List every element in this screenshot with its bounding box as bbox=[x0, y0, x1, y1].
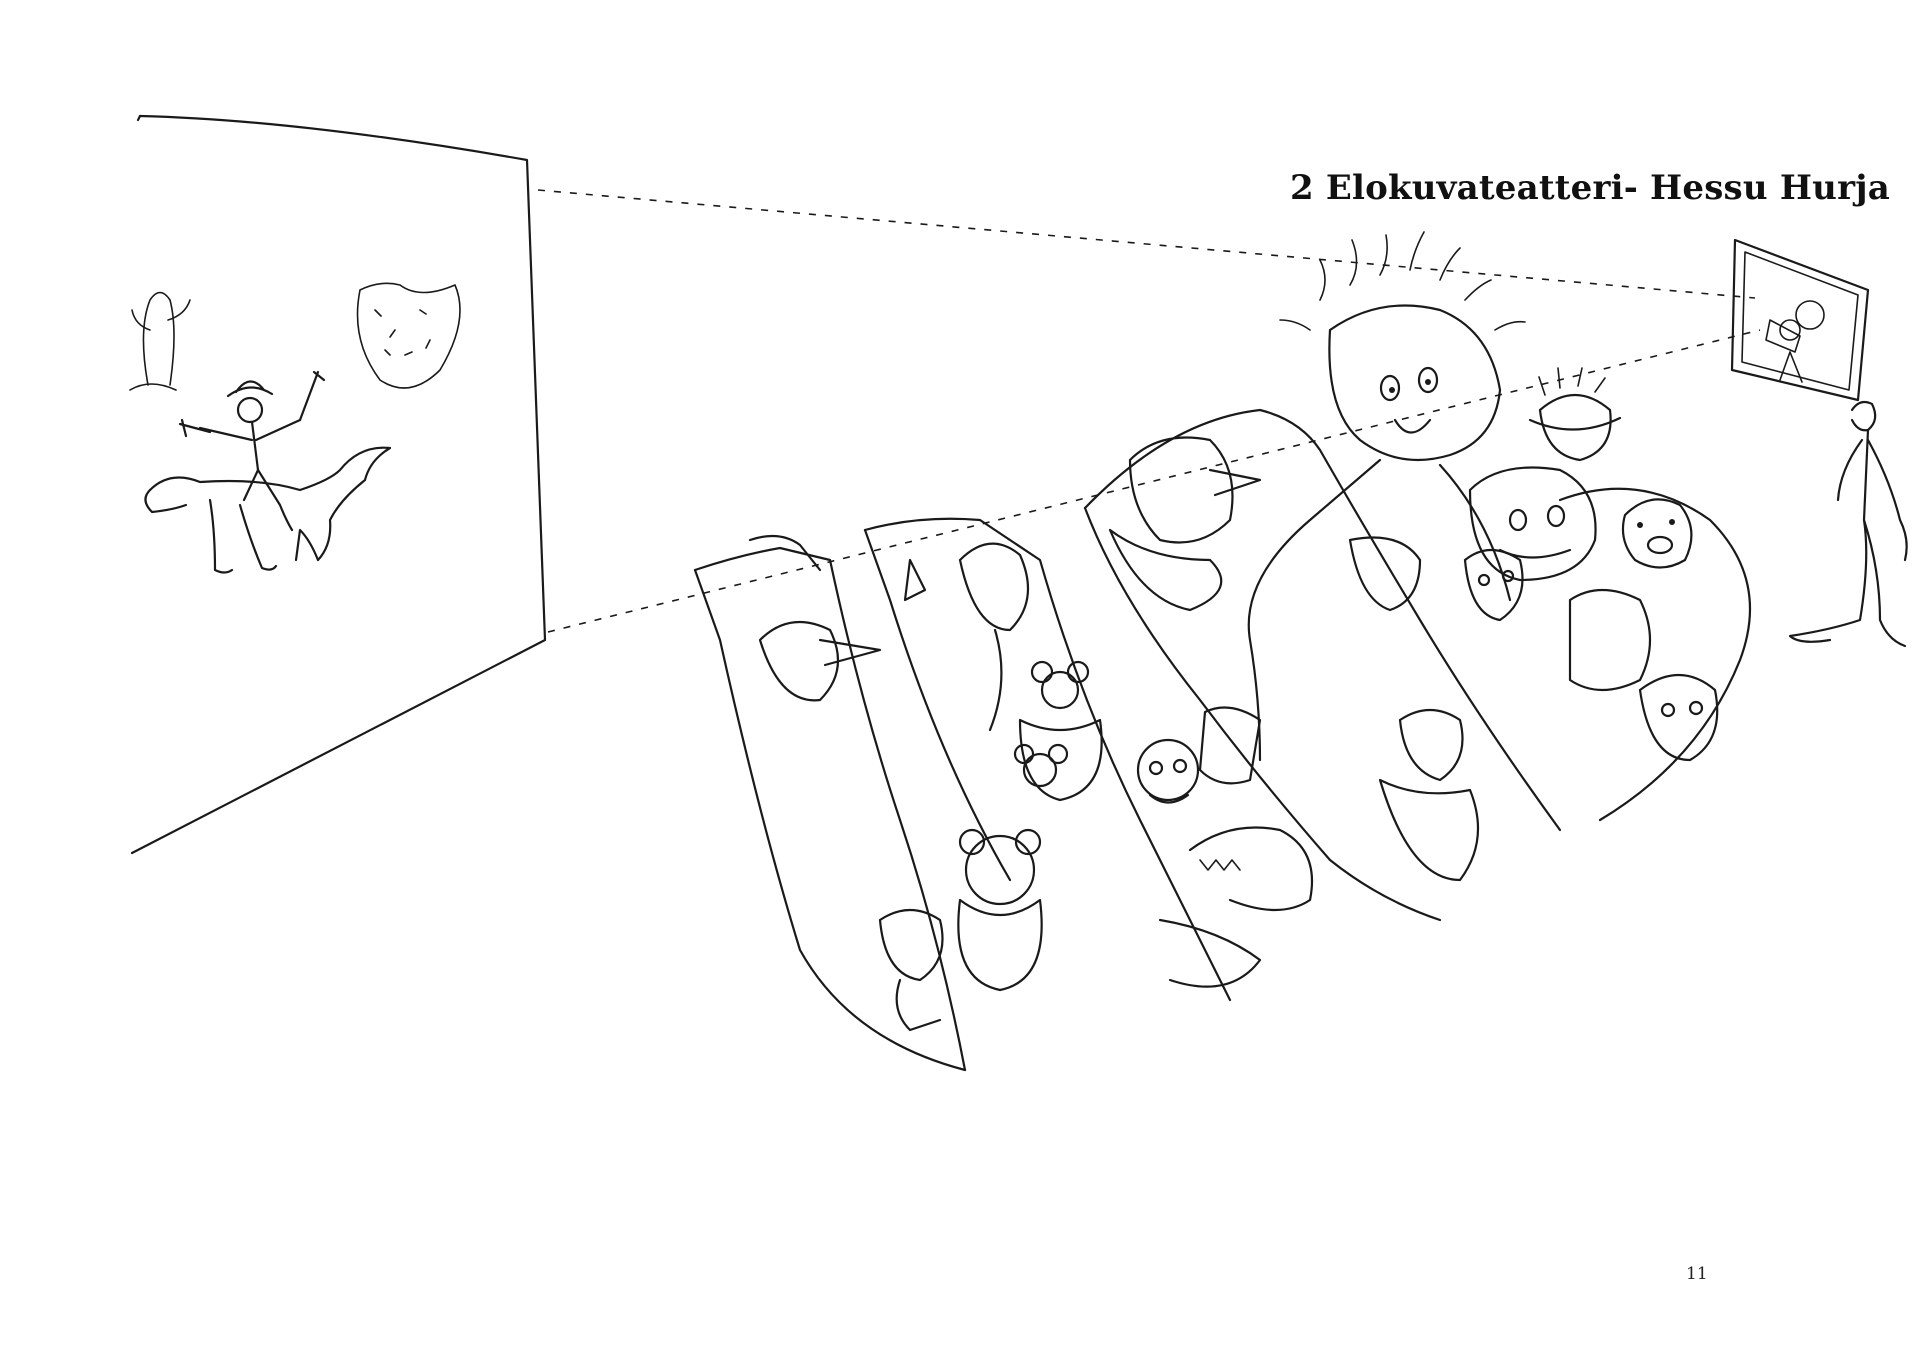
seat-rows bbox=[693, 408, 1752, 1072]
old-man-character bbox=[1638, 673, 1719, 762]
monkey-character bbox=[1136, 738, 1200, 804]
projector-beam bbox=[537, 189, 1761, 633]
page-title: 2 Elokuvateatteri- Hessu Hurja bbox=[1290, 168, 1890, 208]
duck-character bbox=[748, 534, 882, 702]
projectionist-character bbox=[1788, 400, 1908, 648]
hat-character bbox=[1528, 367, 1622, 462]
drink-character bbox=[903, 542, 1030, 732]
page-number: 11 bbox=[1686, 1264, 1708, 1284]
audience-characters bbox=[748, 231, 1719, 1032]
lady-character bbox=[1378, 709, 1480, 882]
movie-screen bbox=[130, 114, 547, 855]
pig-character bbox=[1568, 498, 1693, 691]
goofy-character bbox=[1198, 231, 1526, 785]
front-left-character bbox=[878, 909, 944, 1032]
projector-booth bbox=[1730, 238, 1870, 402]
mouse-characters bbox=[1013, 660, 1103, 802]
screen-cowboy-scene bbox=[129, 282, 461, 574]
crocodile-character bbox=[1158, 826, 1314, 988]
cow-character bbox=[1463, 548, 1524, 622]
bird-character bbox=[1108, 436, 1262, 612]
hippo-character bbox=[1468, 466, 1597, 582]
teddy-bear-character bbox=[957, 828, 1043, 992]
